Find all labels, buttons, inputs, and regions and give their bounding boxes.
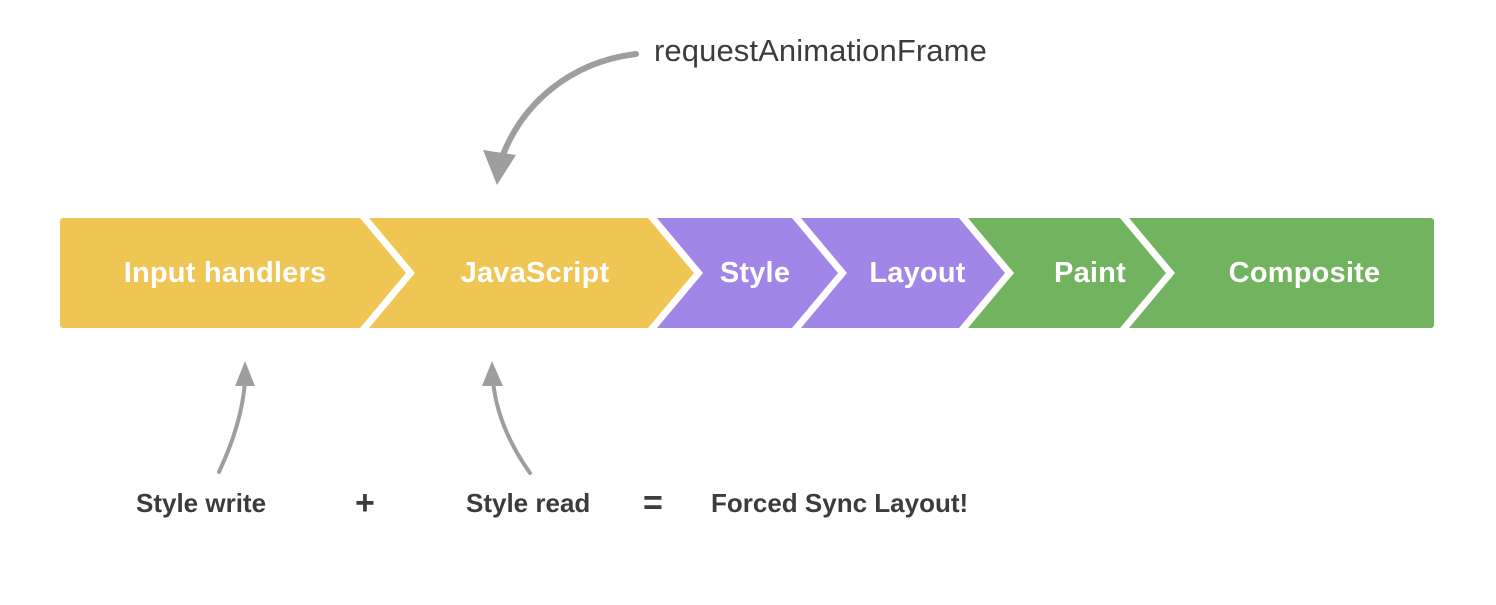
rendering-pipeline-bar: Input handlers JavaScript Style Layout P… xyxy=(60,218,1434,328)
request-animation-frame-label: requestAnimationFrame xyxy=(654,33,987,68)
equation-term-style-write: Style write xyxy=(136,488,267,518)
pipeline-segment-layout[interactable] xyxy=(801,218,1005,328)
equation-operator-equals: = xyxy=(643,484,663,522)
pipeline-segment-style[interactable] xyxy=(657,218,838,328)
equation-result-forced-sync-layout: Forced Sync Layout! xyxy=(711,488,969,518)
equation-operator-plus: + xyxy=(355,484,375,522)
equation-term-style-read: Style read xyxy=(466,488,591,518)
style-write-arrow-icon xyxy=(217,361,255,474)
pipeline-segment-composite[interactable] xyxy=(1129,218,1434,328)
raf-arrow-icon xyxy=(483,51,639,185)
pipeline-segment-javascript[interactable] xyxy=(369,218,694,328)
pipeline-segment-input-handlers[interactable] xyxy=(60,218,406,328)
style-read-arrow-icon xyxy=(482,361,532,475)
pipeline-segment-paint[interactable] xyxy=(968,218,1166,328)
